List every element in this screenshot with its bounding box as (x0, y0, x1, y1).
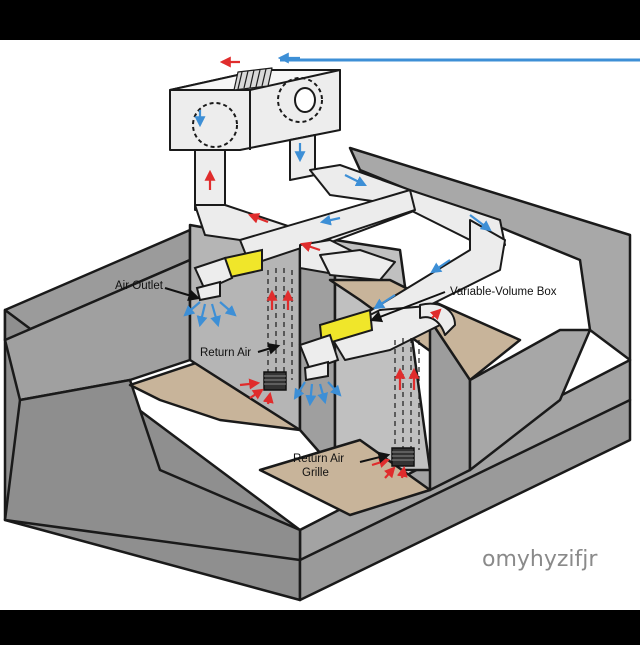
return-air-grille-left (263, 371, 287, 391)
return-air-chase-right (394, 338, 420, 450)
building-shell (3, 146, 632, 602)
supply-air-arrows (183, 52, 492, 407)
return-air-arrows (204, 56, 442, 479)
air-outlet-right (298, 333, 340, 382)
label-return-air: Return Air (200, 347, 251, 359)
label-return-air-grille-line1: Return Air (293, 453, 344, 465)
watermark-text: omyhyzifjr (482, 547, 598, 572)
leader-air-outlet (164, 287, 201, 301)
label-variable-volume-box: Variable-Volume Box (450, 286, 557, 298)
leader-return-air-grille (359, 451, 391, 464)
label-return-air-grille-line2: Grille (302, 467, 329, 479)
leader-return-air (257, 343, 281, 355)
return-air-grille-right (391, 447, 415, 467)
rooftop-unit (169, 67, 341, 211)
label-air-outlet: Air Outlet (115, 280, 164, 292)
return-air-chase-left (267, 268, 293, 380)
air-outlet-left (193, 256, 234, 302)
leader-variable-volume-box (369, 291, 446, 323)
